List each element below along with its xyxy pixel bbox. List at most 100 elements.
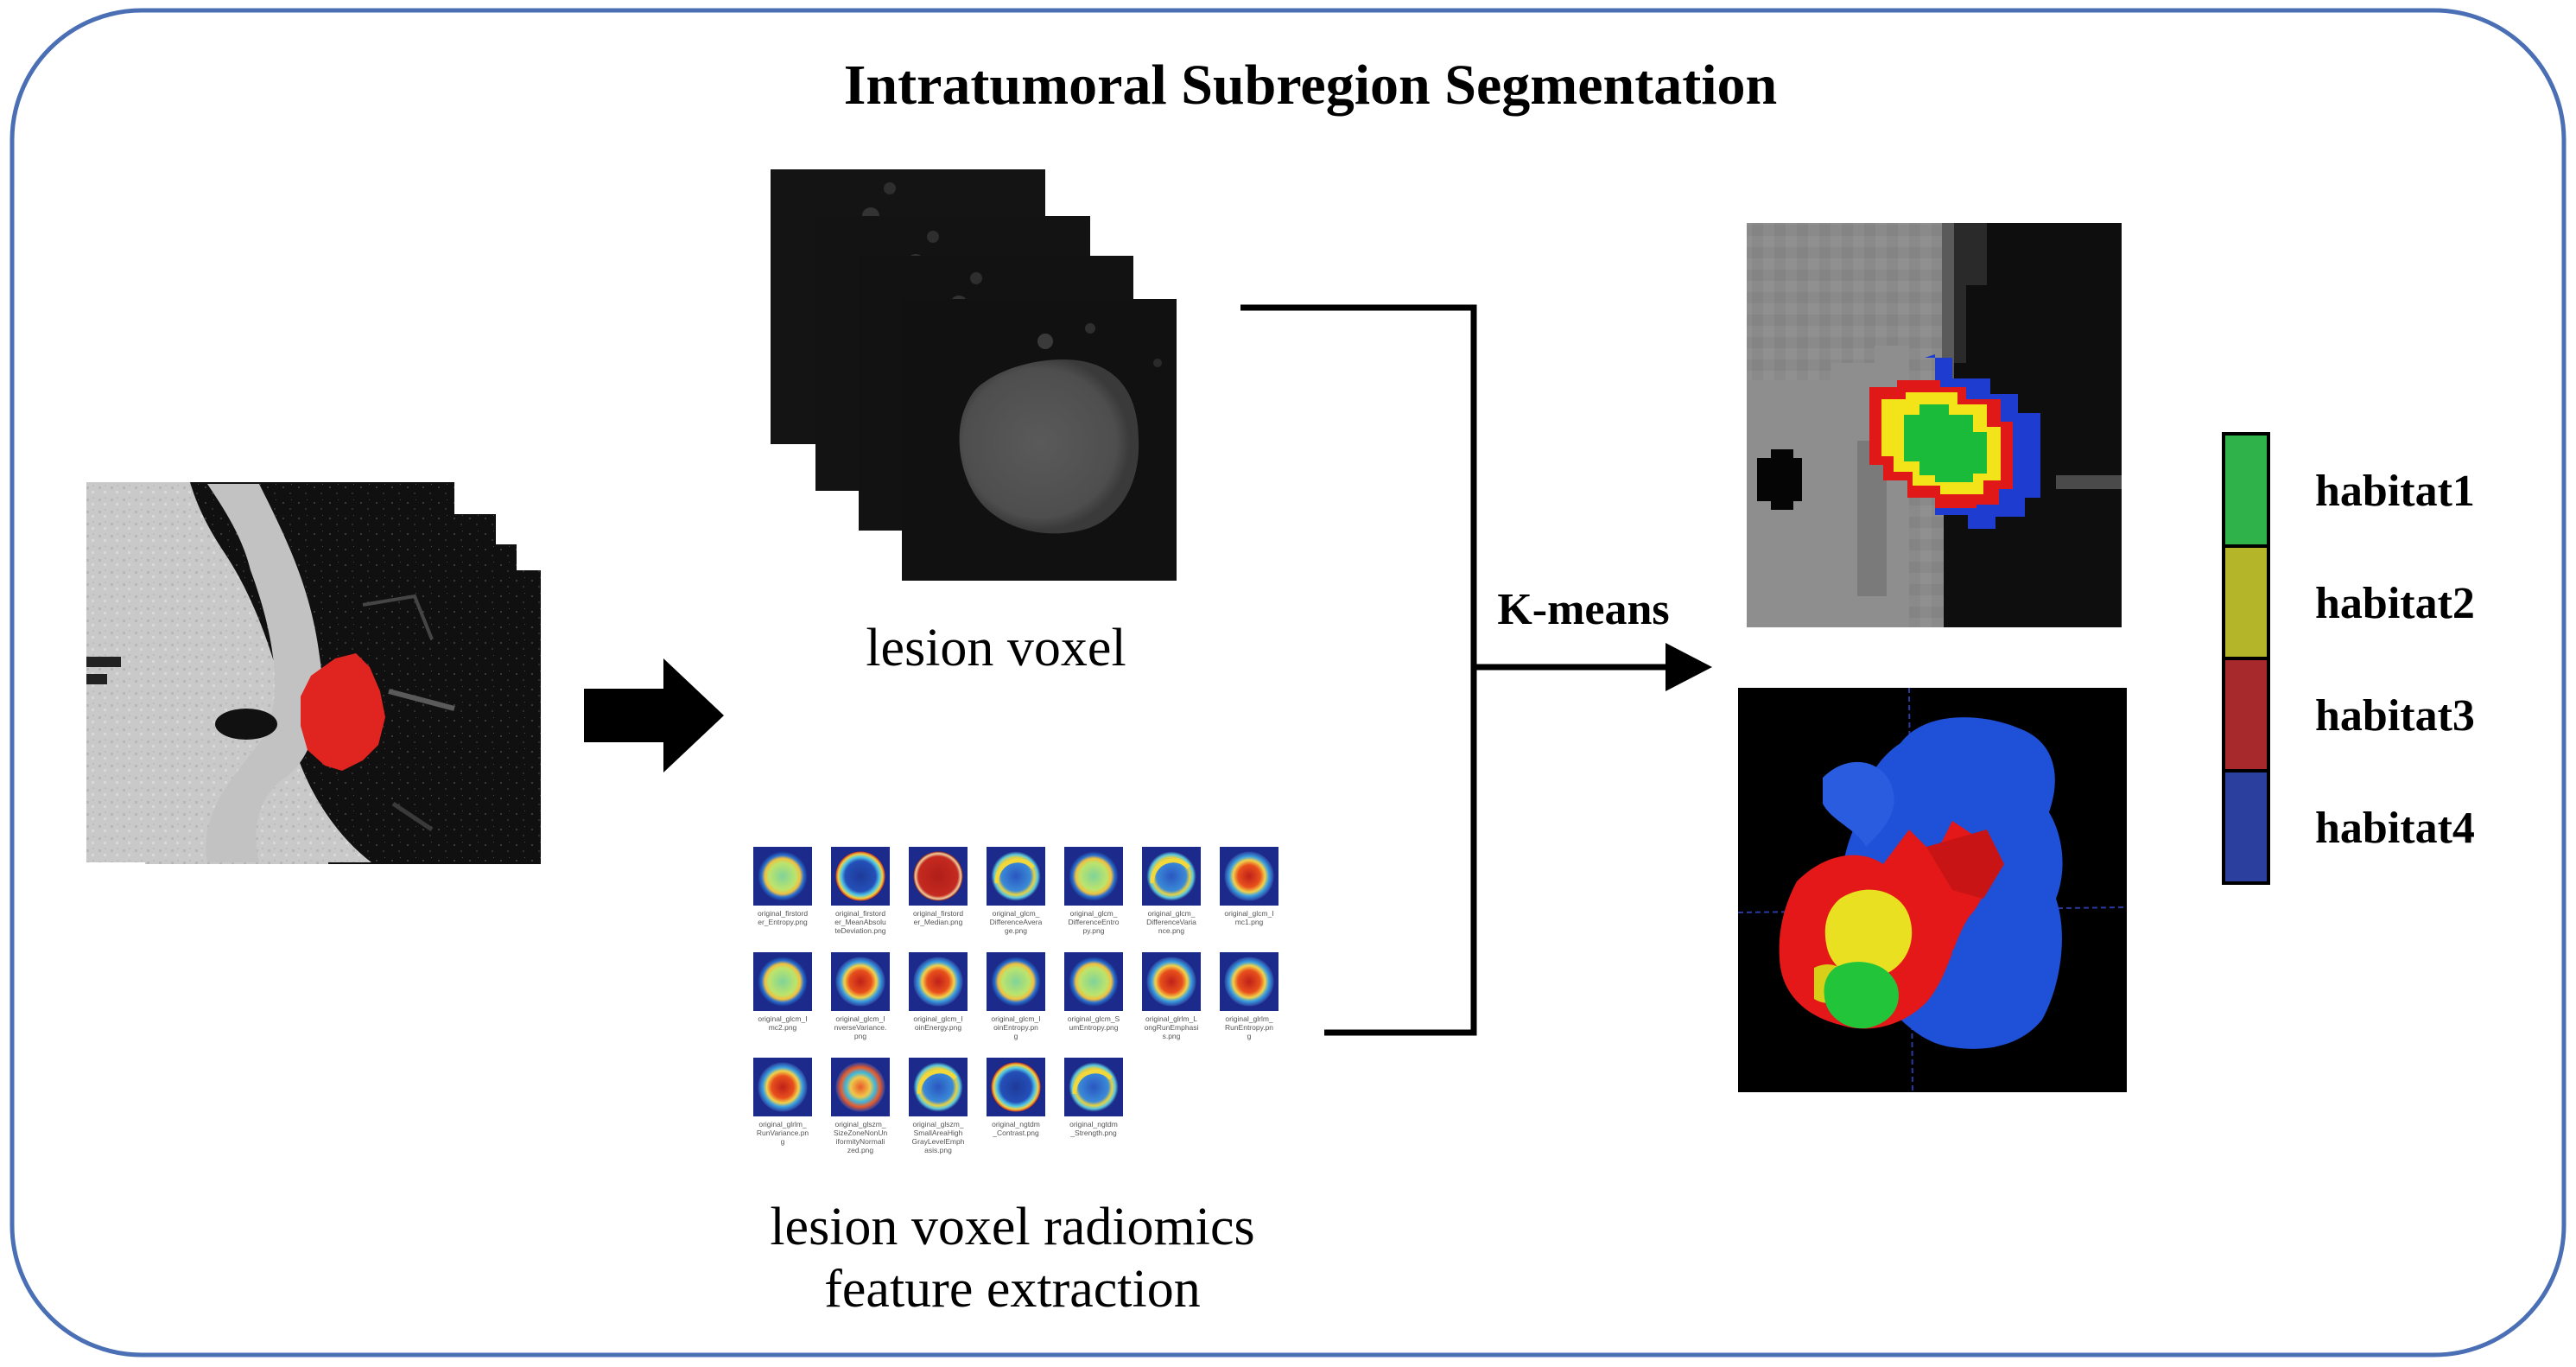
habitat-3d-render [1737, 687, 2128, 1093]
habitat1-volume [1824, 962, 1899, 1029]
feature-map-caption: _Strength.png [1069, 1129, 1117, 1137]
feature-map-caption: asis.png [924, 1146, 952, 1154]
ct-slice-front [86, 482, 455, 862]
kmeans-label: K-means [1497, 585, 1669, 634]
radiomics-label-line2: feature extraction [824, 1260, 1200, 1319]
legend-label-habitat4: habitat4 [2315, 804, 2475, 853]
diagram-title: Intratumoral Subregion Segmentation [844, 54, 1778, 117]
feature-map-caption: oinEntropy.pn [993, 1023, 1038, 1032]
feature-map-caption: original_glcm_I [991, 1014, 1040, 1023]
feature-map-caption: py.png [1083, 926, 1105, 935]
feature-map-grid: original_firstorder_Entropy.pngoriginal_… [753, 847, 1278, 1154]
feature-map-caption: original_glrlm_ [758, 1120, 807, 1129]
feature-map-caption: teDeviation.png [834, 926, 885, 935]
legend-swatch-habitat2 [2222, 544, 2270, 660]
feature-map-caption: original_glcm_I [835, 1014, 885, 1023]
ct-slice-stack [86, 482, 541, 864]
feature-map-caption: original_firstord [758, 909, 808, 918]
feature-map-caption: original_glszm_ [912, 1120, 963, 1129]
feature-map-caption: original_glcm_ [1148, 909, 1196, 918]
lesion-voxel-label: lesion voxel [866, 619, 1126, 677]
feature-map-caption: original_glrlm_ [1225, 1014, 1273, 1023]
feature-map-caption: SizeZoneNonUn [834, 1129, 888, 1137]
feature-map-caption: original_glcm_I [1224, 909, 1273, 918]
feature-map-caption: DifferenceAvera [990, 918, 1043, 926]
habitat2-volume [1824, 889, 1913, 979]
legend-label-habitat1: habitat1 [2315, 467, 2475, 516]
feature-map-caption: original_ngtdm [992, 1120, 1040, 1129]
legend-swatch-habitat4 [2222, 769, 2270, 885]
feature-map-caption: umEntropy.png [1069, 1023, 1118, 1032]
feature-map-tile: original_glszm_SizeZoneNonUniformityNorm… [831, 1058, 890, 1154]
radiomics-label-line1: lesion voxel radiomics [770, 1198, 1254, 1256]
feature-map-tile: original_glrlm_RunVariance.png [753, 1058, 812, 1146]
feature-map-caption: nverseVariance. [834, 1023, 887, 1032]
feature-map-caption: mc2.png [769, 1023, 797, 1032]
feature-map-caption: iformityNormali [836, 1137, 885, 1146]
legend-label-habitat2: habitat2 [2315, 579, 2475, 628]
feature-map-caption: g [1247, 1032, 1252, 1040]
feature-map-caption: _Contrast.png [992, 1129, 1039, 1137]
feature-map-caption: GrayLevelEmph [912, 1137, 965, 1146]
feature-map-caption: DifferenceVaria [1146, 918, 1196, 926]
arrow-right-icon [584, 658, 724, 773]
feature-map-caption: er_Entropy.png [758, 918, 808, 926]
feature-map-caption: ongRunEmphasi [1145, 1023, 1199, 1032]
legend-swatch-habitat3 [2222, 657, 2270, 773]
feature-map-caption: original_glcm_S [1068, 1014, 1120, 1023]
outer-frame [10, 8, 2566, 1357]
habitat-overlay-image [1747, 223, 2122, 627]
merge-connector [1240, 304, 1667, 1036]
feature-map-tile: original_firstorder_MeanAbsoluteDeviatio… [831, 847, 890, 935]
feature-map-caption: SmallAreaHigh [914, 1129, 963, 1137]
feature-map-caption: oinEnergy.png [915, 1023, 961, 1032]
feature-map-caption: original_glcm_I [758, 1014, 807, 1023]
feature-map-caption: nce.png [1158, 926, 1185, 935]
feature-map-caption: s.png [1163, 1032, 1181, 1040]
arrow-head-icon [1666, 643, 1712, 691]
feature-map-tile: original_ngtdm_Contrast.png [987, 1058, 1045, 1137]
feature-map-caption: er_Median.png [914, 918, 963, 926]
feature-map-caption: png [854, 1032, 866, 1040]
legend-label-habitat3: habitat3 [2315, 691, 2475, 741]
feature-map-tile: original_glszm_SmallAreaHighGrayLevelEmp… [909, 1058, 968, 1154]
feature-map-caption: original_glcm_ [1070, 909, 1118, 918]
feature-map-caption: RunEntropy.pn [1225, 1023, 1273, 1032]
feature-map-caption: mc1.png [1235, 918, 1264, 926]
feature-map-caption: zed.png [847, 1146, 874, 1154]
feature-map-caption: ge.png [1005, 926, 1027, 935]
feature-map-caption: original_glcm_I [913, 1014, 962, 1023]
feature-map-caption: RunVariance.pn [757, 1129, 809, 1137]
feature-map-caption: DifferenceEntro [1069, 918, 1120, 926]
habitat1-region [1904, 404, 1987, 482]
feature-map-caption: g [1014, 1032, 1018, 1040]
feature-map-caption: original_firstord [835, 909, 885, 918]
feature-map-caption: original_glszm_ [834, 1120, 885, 1129]
feature-map-caption: original_glcm_ [993, 909, 1040, 918]
feature-map-caption: er_MeanAbsolu [834, 918, 886, 926]
feature-map-caption: original_ngtdm [1069, 1120, 1118, 1129]
lesion-blob [959, 359, 1139, 534]
legend-swatch-habitat1 [2222, 432, 2270, 548]
feature-map-tile: original_glrlm_RunEntropy.png [1220, 952, 1278, 1040]
feature-map-caption: g [781, 1137, 785, 1146]
feature-map-tile: original_ngtdm_Strength.png [1064, 1058, 1123, 1137]
tumor-mask [301, 653, 385, 771]
lesion-voxel-stack [771, 169, 1177, 581]
feature-map-caption: original_glrlm_L [1145, 1014, 1197, 1023]
habitat-legend: habitat1 habitat2 habitat3 habitat4 [2222, 432, 2475, 885]
feature-map-caption: original_firstord [913, 909, 963, 918]
